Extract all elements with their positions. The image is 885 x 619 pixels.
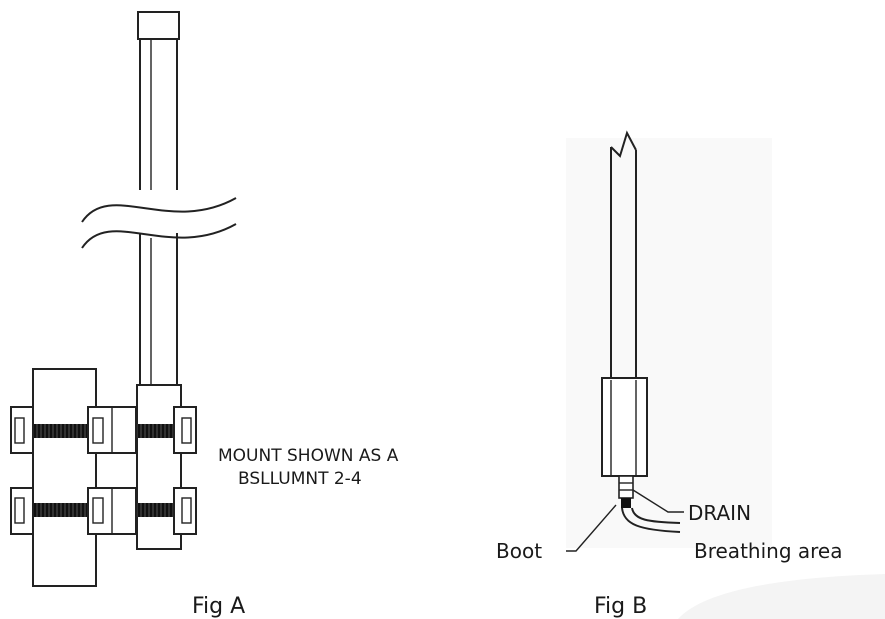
u-bolt-lower xyxy=(10,487,197,535)
cable xyxy=(621,507,681,533)
fig-b-caption: Fig B xyxy=(594,594,647,619)
mounting-pipe xyxy=(32,368,97,587)
fig-a-caption: Fig A xyxy=(192,594,245,619)
antenna-mast-detail xyxy=(610,130,637,380)
u-bolt-upper xyxy=(10,406,197,454)
connector xyxy=(618,475,634,508)
figure-a: MOUNT SHOWN AS A BSLLUMNT 2-4 Fig A xyxy=(10,11,399,619)
corner-decoration xyxy=(678,574,885,619)
mount-note-line2: BSLLUMNT 2-4 xyxy=(238,469,362,489)
mount-note-line1: MOUNT SHOWN AS A xyxy=(218,446,399,466)
fig-b-panel xyxy=(566,138,772,548)
boot xyxy=(601,377,648,477)
figure-b: DRAIN Breathing area Boot Fig B xyxy=(496,130,842,619)
boot-leader xyxy=(566,504,617,552)
bracket-right xyxy=(173,406,197,454)
antenna-cap xyxy=(137,11,180,40)
breathing-area-label: Breathing area xyxy=(694,539,842,563)
drain-label: DRAIN xyxy=(688,501,751,525)
boot-label: Boot xyxy=(496,539,542,563)
drain-leader xyxy=(632,489,684,513)
antenna-mast xyxy=(80,39,240,385)
